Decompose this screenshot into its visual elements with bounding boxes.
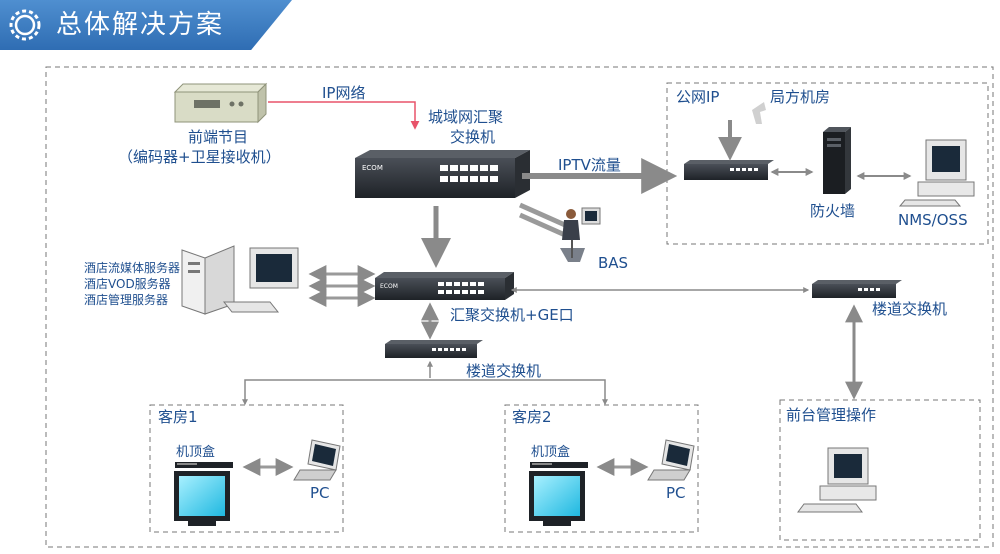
nms-computer — [898, 139, 975, 207]
room-distribution-line — [242, 379, 608, 406]
agg-switch-label: 汇聚交换机+GE口 — [450, 306, 574, 324]
metro-switch-label-1: 城域网汇聚 — [428, 108, 504, 126]
room1-label: 客房1 — [158, 408, 198, 426]
room2-box — [504, 404, 699, 533]
room1-stb-label: 机顶盒 — [176, 445, 216, 460]
firewall-device — [823, 127, 851, 194]
nms-oss-label: NMS/OSS — [898, 211, 968, 229]
hotel-server-label-1: 酒店流媒体服务器 — [84, 261, 181, 275]
metro-switch-label-2: 交换机 — [450, 128, 496, 146]
room2-laptop — [647, 439, 695, 481]
outer-frame — [45, 66, 994, 548]
cursor-icon — [752, 102, 766, 124]
room1-pc-label: PC — [310, 484, 330, 502]
hotel-server-label-3: 酒店管理服务器 — [84, 293, 169, 307]
office-switch — [684, 160, 774, 180]
front-desk-computer — [797, 447, 877, 513]
room2-tv — [529, 471, 585, 526]
room2-label: 客房2 — [512, 408, 552, 426]
room2-pc-label: PC — [666, 484, 686, 502]
agg-switch: ECOM — [375, 272, 514, 300]
floor-switch-left — [385, 340, 483, 358]
bas-link-2 — [518, 212, 567, 238]
front-desk-box — [779, 399, 981, 541]
header-background — [0, 0, 292, 50]
floor-switch-right — [812, 280, 902, 298]
public-ip-label: 公网IP — [676, 88, 720, 106]
frontend-label-1: 前端节目 — [187, 128, 248, 146]
bas-label: BAS — [598, 254, 629, 272]
gear-icon — [9, 9, 41, 41]
room1-box — [149, 404, 344, 533]
room2-stb-label: 机顶盒 — [531, 445, 571, 460]
hotel-server — [181, 245, 299, 315]
iptv-flow-label: IPTV流量 — [558, 156, 621, 174]
ip-network-link — [268, 101, 420, 130]
ip-network-label: IP网络 — [322, 84, 366, 102]
svg-text:ECOM: ECOM — [362, 164, 383, 172]
room1-laptop — [293, 439, 341, 481]
encoder-device — [173, 82, 268, 124]
room1-tv — [174, 471, 230, 526]
frontend-label-2: （编码器+卫星接收机） — [118, 148, 281, 166]
svg-text:ECOM: ECOM — [380, 283, 398, 290]
room1-stb — [175, 462, 233, 468]
firewall-label: 防火墙 — [810, 202, 856, 220]
bas-link — [518, 202, 567, 228]
front-desk-label: 前台管理操作 — [786, 406, 877, 424]
office-room-label: 局方机房 — [770, 88, 831, 106]
floor-switch-left-label: 楼道交换机 — [466, 362, 542, 380]
metro-switch: ECOM — [355, 150, 530, 198]
bas-operator — [560, 207, 601, 262]
floor-switch-right-label: 楼道交换机 — [872, 300, 948, 318]
page-title: 总体解决方案 — [56, 10, 225, 40]
hotel-server-label-2: 酒店VOD服务器 — [84, 277, 171, 291]
header-banner: 总体解决方案 — [0, 0, 292, 50]
room2-stb — [530, 462, 588, 468]
